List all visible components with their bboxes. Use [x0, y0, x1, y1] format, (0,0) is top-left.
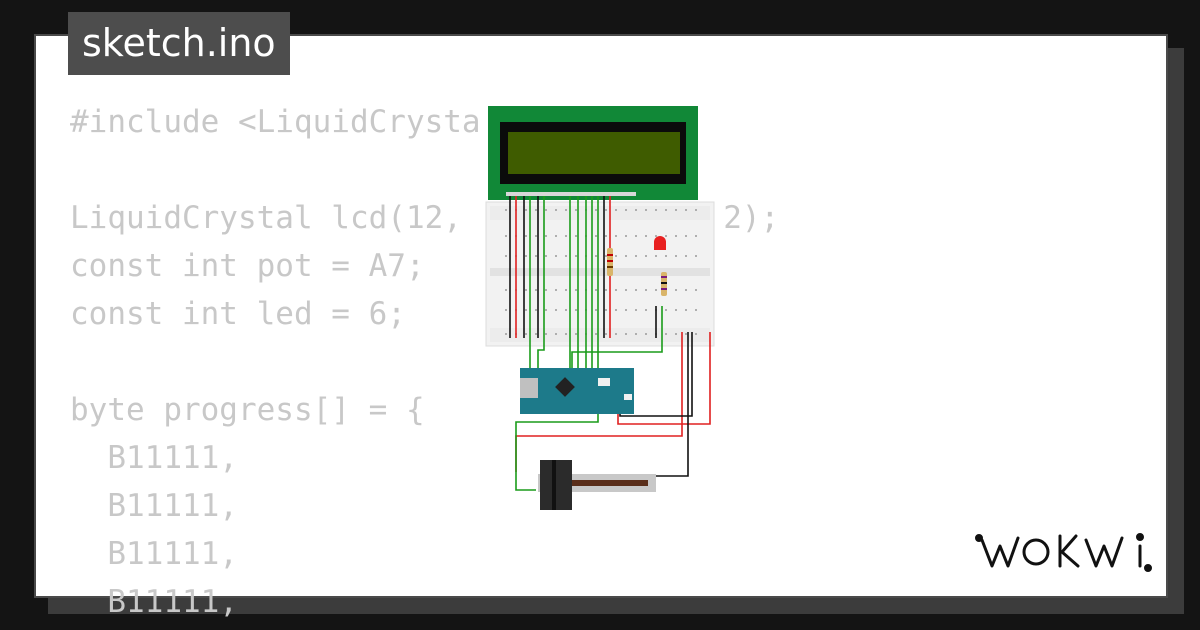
- code-line: #include <LiquidCrysta: [70, 104, 481, 140]
- file-tab[interactable]: sketch.ino: [68, 12, 290, 75]
- code-line: LiquidCrystal lcd(12, 2);: [70, 200, 780, 236]
- circuit-diagram: [485, 106, 715, 510]
- lcd-display: [488, 106, 698, 200]
- resistor: [607, 248, 613, 276]
- code-line: B11111,: [70, 536, 238, 572]
- code-line: B11111,: [70, 584, 238, 620]
- code-line: const int pot = A7;: [70, 248, 425, 284]
- slide-potentiometer: [538, 460, 656, 510]
- code-line: B11111,: [70, 440, 238, 476]
- led: [654, 236, 666, 250]
- arduino-nano: [520, 368, 634, 414]
- code-line: B11111,: [70, 488, 238, 524]
- resistor: [661, 272, 667, 296]
- wokwi-logo: [975, 533, 1152, 572]
- breadboard: [485, 201, 715, 347]
- code-line: byte progress[] = {: [70, 392, 425, 428]
- code-line: const int led = 6;: [70, 296, 406, 332]
